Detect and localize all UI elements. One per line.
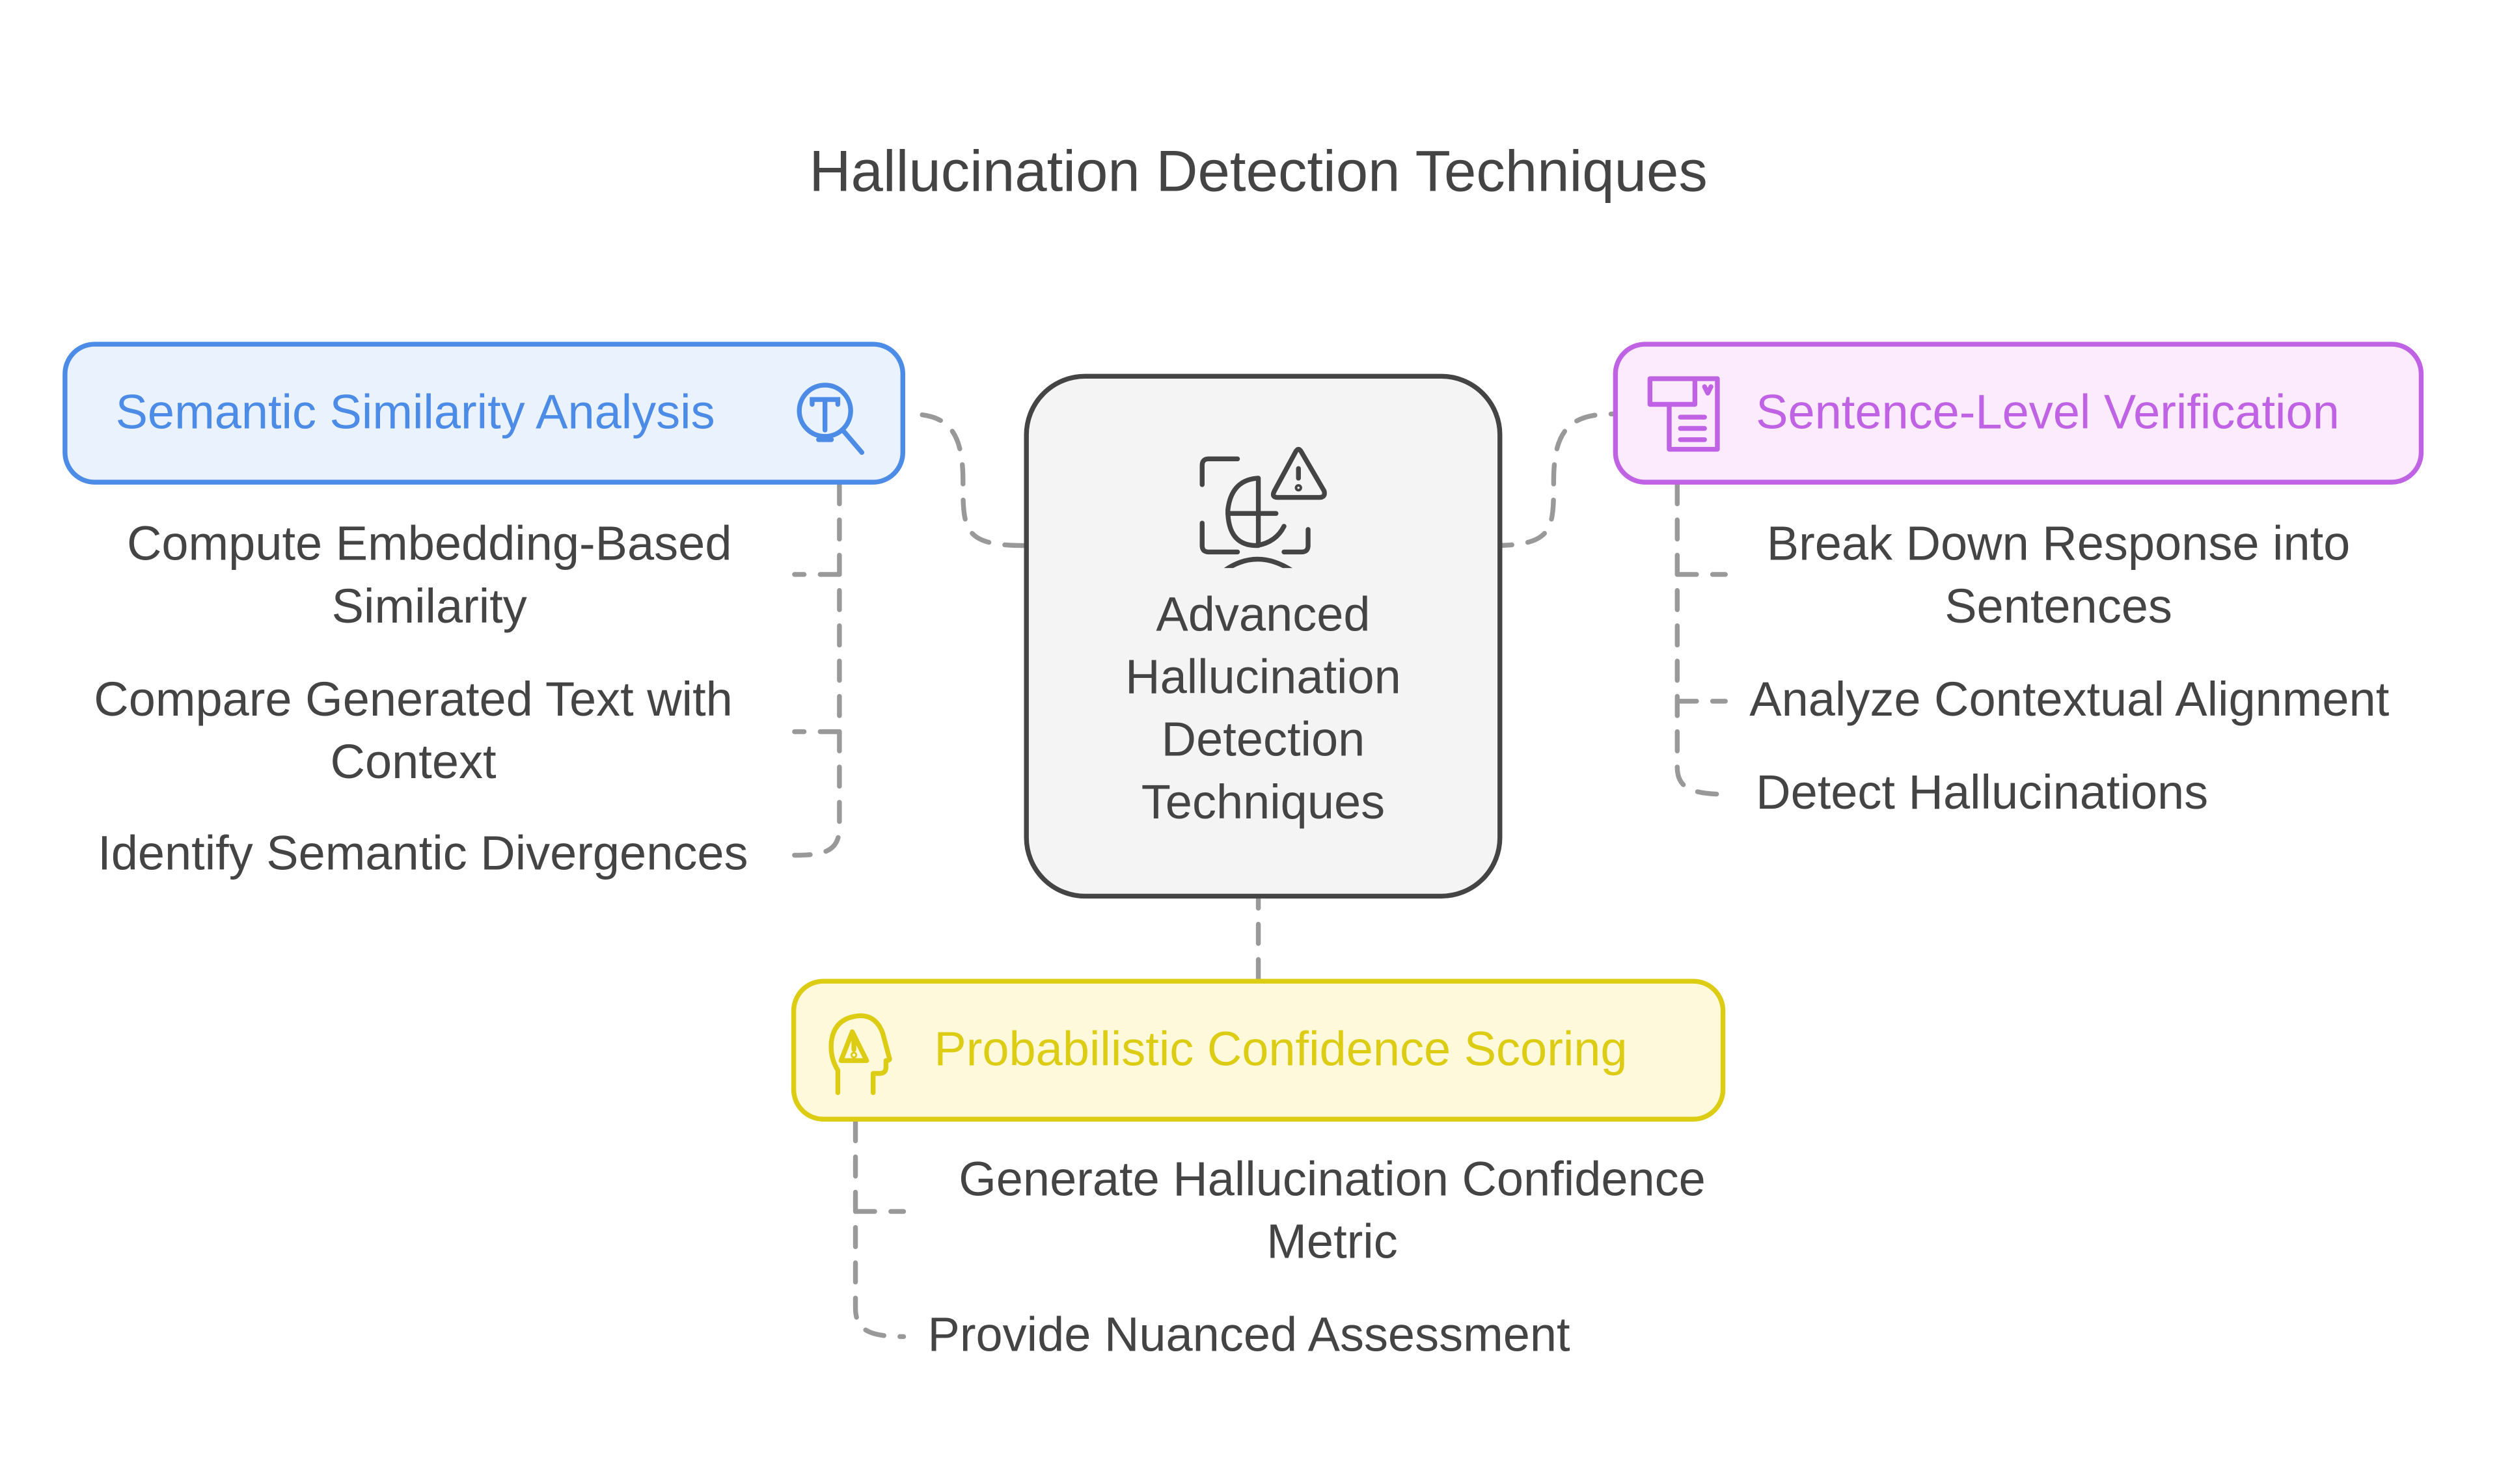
branch-label: Semantic Similarity Analysis — [115, 386, 715, 439]
list-item: Detect Hallucinations — [1756, 762, 2208, 824]
center-node[interactable]: Advanced Hallucination Detection Techniq… — [1024, 373, 1503, 899]
head-warning-icon — [828, 1013, 892, 1096]
list-item: Identify Semantic Divergences — [58, 823, 788, 885]
face-scan-warning-icon — [1199, 446, 1327, 569]
item-line: Break Down Response into — [1766, 518, 2351, 572]
center-label-line: Detection — [1161, 714, 1365, 767]
text-search-icon — [797, 383, 865, 455]
connector-center-to-semantic — [906, 411, 1027, 548]
item-line: Detect Hallucinations — [1756, 766, 2209, 820]
item-line: Sentences — [1945, 580, 2172, 634]
list-item: Provide Nuanced Assessment — [928, 1304, 1570, 1367]
document-checklist-icon — [1647, 376, 1720, 452]
center-label-line: Hallucination — [1125, 651, 1401, 705]
list-item: Break Down Response into Sentences — [1725, 513, 2392, 638]
item-line: Similarity — [331, 580, 527, 634]
center-node-label: Advanced Hallucination Detection Techniq… — [1029, 584, 1497, 835]
list-item: Compute Embedding-Based Similarity — [64, 513, 795, 638]
branch-node-probabilistic-scoring[interactable]: Probabilistic Confidence Scoring — [791, 978, 1726, 1122]
connector-sentence-spine — [1674, 482, 1728, 797]
connector-center-to-sentence — [1490, 411, 1616, 548]
branch-label: Sentence-Level Verification — [1756, 386, 2340, 439]
page-title: Hallucination Detection Techniques — [809, 138, 1708, 204]
center-label-line: Advanced — [1156, 589, 1371, 642]
branch-label: Probabilistic Confidence Scoring — [934, 1023, 1628, 1076]
branch-node-semantic-similarity[interactable]: Semantic Similarity Analysis — [62, 342, 905, 485]
item-line: Context — [330, 736, 497, 790]
connector-probabilistic-spine — [853, 1119, 907, 1340]
item-line: Identify Semantic Divergences — [98, 828, 748, 881]
list-item: Compare Generated Text with Context — [48, 669, 778, 794]
item-line: Analyze Contextual Alignment — [1749, 673, 2390, 727]
connector-semantic-spine — [792, 482, 842, 858]
item-line: Provide Nuanced Assessment — [927, 1309, 1570, 1362]
item-line: Metric — [1266, 1216, 1398, 1269]
center-label-line: Techniques — [1141, 776, 1386, 830]
item-line: Compute Embedding-Based — [126, 518, 732, 572]
item-line: Compare Generated Text with — [94, 673, 733, 727]
item-line: Generate Hallucination Confidence — [959, 1153, 1706, 1207]
branch-node-sentence-verification[interactable]: Sentence-Level Verification — [1613, 342, 2424, 485]
list-item: Analyze Contextual Alignment — [1749, 669, 2389, 731]
list-item: Generate Hallucination Confidence Metric — [923, 1149, 1741, 1274]
